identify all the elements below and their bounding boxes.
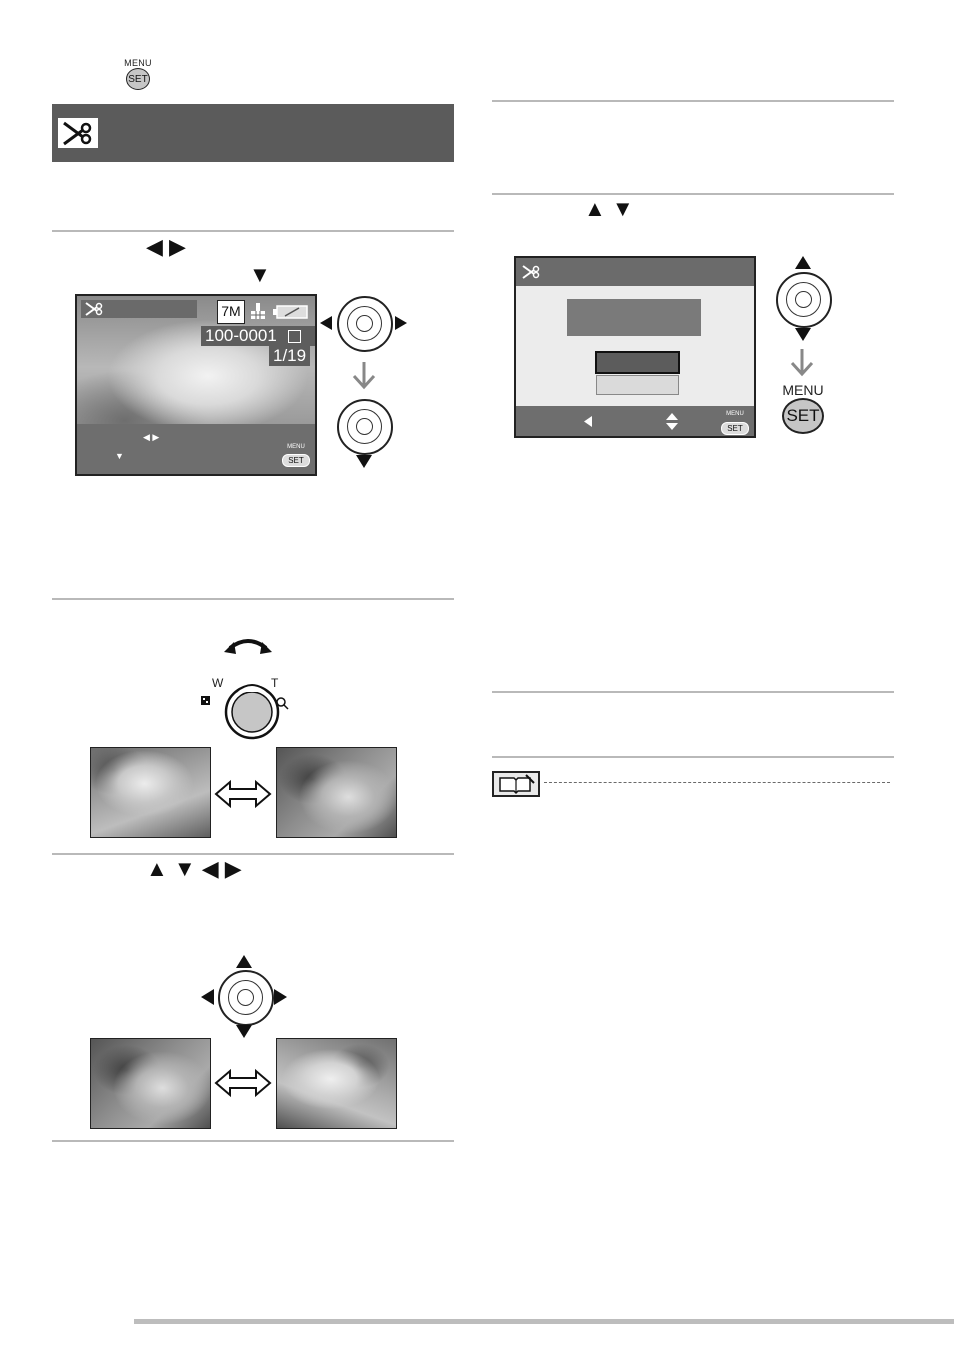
right-arrow-icon xyxy=(274,989,287,1005)
battery-icon xyxy=(273,304,309,325)
down-arrow: ▼ xyxy=(249,262,271,287)
divider xyxy=(52,853,454,855)
quality-icon xyxy=(249,302,267,325)
menu-set-icon: MENU SET xyxy=(281,444,311,468)
flow-down-arrow-icon xyxy=(790,349,814,377)
divider xyxy=(52,1140,454,1142)
screen-header xyxy=(516,258,754,286)
cursor-dial-left-right xyxy=(320,296,410,356)
left-small-arrow-icon xyxy=(584,416,592,427)
scissors-icon xyxy=(522,265,540,279)
photo-before-move xyxy=(90,1038,211,1129)
note-dashed-separator xyxy=(544,782,890,783)
option-no-button[interactable] xyxy=(596,375,679,395)
menu-label: MENU xyxy=(287,444,305,450)
screen-footer: ◀ ▶ ▼ MENU SET xyxy=(77,424,315,474)
photo-after-move xyxy=(276,1038,397,1129)
photo-before-zoom xyxy=(90,747,211,838)
divider xyxy=(492,100,894,102)
set-button-icon: SET xyxy=(126,68,150,90)
file-number: 100-0001 xyxy=(201,326,315,346)
menu-label: MENU xyxy=(726,411,744,417)
divider xyxy=(492,756,894,758)
scissors-icon xyxy=(58,118,98,148)
double-arrow-icon xyxy=(214,779,272,809)
image-count: 1/19 xyxy=(269,346,311,366)
zoom-lever-illustration: W T xyxy=(196,628,296,746)
divider xyxy=(52,230,454,232)
zoom-wide-label: W xyxy=(212,676,224,690)
note-book-icon xyxy=(492,771,540,797)
down-small-arrow-icon: ▼ xyxy=(115,451,124,461)
set-label: SET xyxy=(782,398,824,434)
down-arrow-icon xyxy=(236,1025,252,1038)
cursor-dial-four-way xyxy=(201,955,291,1041)
left-right-arrows: ◀ ▶ xyxy=(146,234,186,259)
down-arrow-icon xyxy=(795,328,811,341)
set-label: SET xyxy=(282,454,310,467)
confirm-message-box xyxy=(567,299,701,336)
right-arrow-icon xyxy=(395,316,407,330)
scissors-icon xyxy=(85,302,103,316)
left-arrow-icon xyxy=(201,989,214,1005)
menu-label: MENU xyxy=(124,58,152,68)
divider xyxy=(52,598,454,600)
file-number-text: 100-0001 xyxy=(205,326,277,345)
divider xyxy=(492,691,894,693)
menu-set-icon: MENU SET xyxy=(118,58,158,90)
up-arrow-icon xyxy=(236,955,252,968)
folder-icon xyxy=(287,330,301,344)
page-footer-bar xyxy=(134,1319,954,1324)
up-down-arrows: ▲ ▼ xyxy=(584,196,634,221)
cursor-dial-down xyxy=(337,399,393,471)
cursor-dial-up-down xyxy=(776,256,832,344)
left-right-small-arrows-icon: ◀ ▶ xyxy=(143,432,160,442)
screen-footer: MENU SET xyxy=(516,406,754,436)
up-down-small-arrow-icon xyxy=(666,413,678,430)
screen-header xyxy=(81,300,197,318)
section-banner xyxy=(52,104,454,162)
menu-set-button-icon: MENU SET xyxy=(776,382,830,434)
set-label: SET xyxy=(721,422,749,435)
down-arrow-icon xyxy=(356,455,372,468)
zoom-tele-label: T xyxy=(271,676,279,690)
menu-set-icon: MENU SET xyxy=(720,411,750,436)
left-arrow-icon xyxy=(320,316,332,330)
camera-screen-trim-confirm: MENU SET xyxy=(514,256,756,438)
four-way-arrows: ▲ ▼ ◀ ▶ xyxy=(146,856,242,881)
divider xyxy=(492,193,894,195)
double-arrow-icon xyxy=(214,1068,272,1098)
menu-label: MENU xyxy=(782,382,824,398)
camera-screen-trim-select: 7M 100-0001 1/19 ◀ ▶ ▼ MENU SET xyxy=(75,294,317,476)
up-arrow-icon xyxy=(795,256,811,269)
flow-down-arrow-icon xyxy=(352,362,376,390)
picture-size-badge: 7M xyxy=(217,300,245,324)
option-yes-button[interactable] xyxy=(595,351,680,374)
photo-after-zoom xyxy=(276,747,397,838)
